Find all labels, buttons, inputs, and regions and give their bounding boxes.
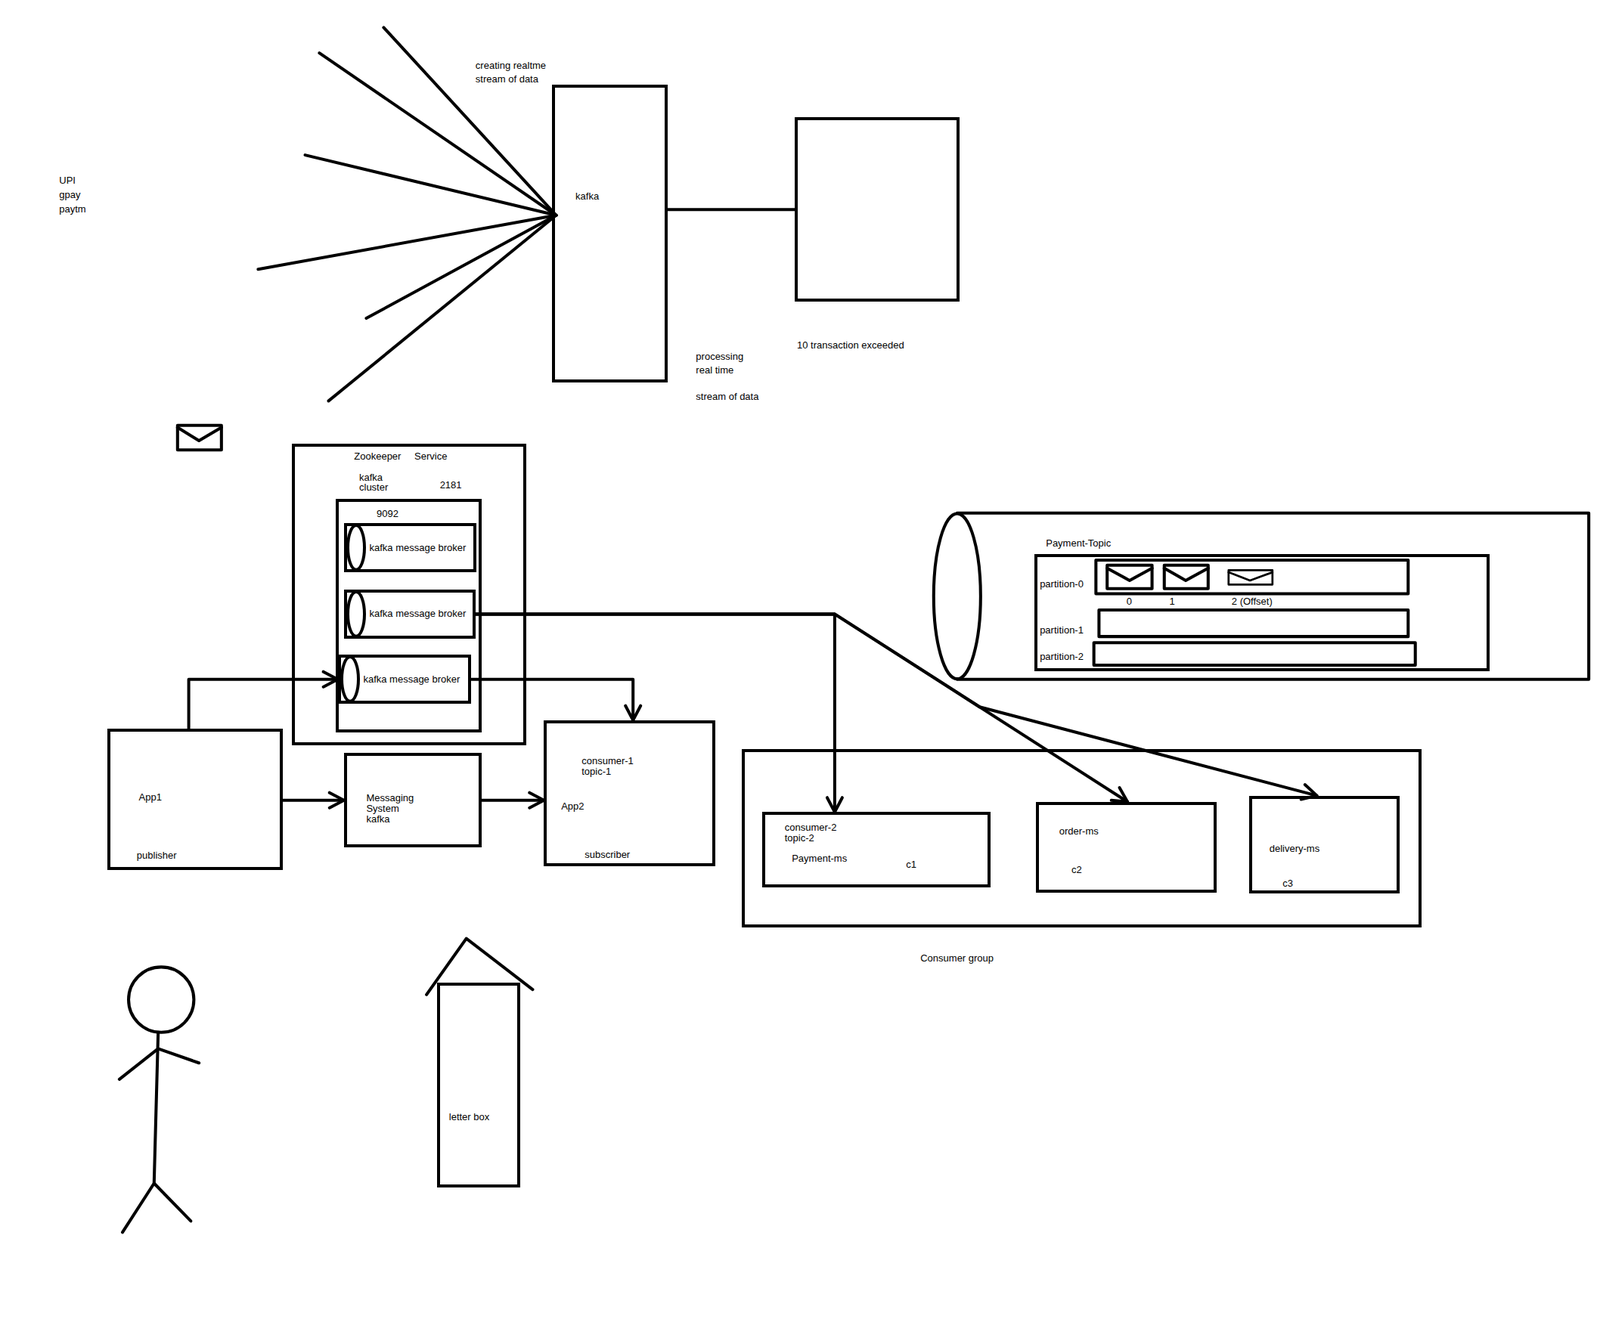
connector [475, 613, 1128, 802]
note-label: partition-1 [1039, 624, 1084, 636]
node-text: 2181 [440, 479, 463, 491]
message-envelope [1164, 565, 1209, 590]
consumer-group: Consumer groupconsumer-2 topic-2Payment-… [741, 749, 1422, 928]
kafka-cluster: kafka cluster9092kafka message brokerkaf… [335, 499, 482, 733]
connector [282, 799, 345, 803]
connector [475, 613, 835, 813]
node-text: c1 [905, 858, 917, 871]
consumer-box: delivery-ms c3 [1249, 796, 1401, 894]
cylinder-end [347, 592, 365, 637]
ray [383, 27, 556, 215]
connector [475, 613, 1318, 796]
cylinder-end [347, 525, 365, 571]
node-title: kafka cluster [359, 472, 394, 493]
partition-bar [1094, 642, 1416, 666]
note-label: creating realtme stream of data [475, 58, 559, 87]
node-title: Payment-Topic [1045, 537, 1111, 549]
node-title: App1 [139, 791, 162, 804]
figure-legs [122, 1184, 191, 1234]
node-title: consumer-2 topic-2 [784, 822, 846, 844]
zookeeper-service: Zookeeper Service 2181 kafka cluster 9092 ka… [291, 443, 527, 746]
partition-bar [1098, 610, 1408, 637]
node-text: c2 [1071, 864, 1083, 876]
envelope-icon [177, 425, 222, 450]
envelope-flap [177, 427, 222, 441]
node-title: Consumer group [920, 952, 994, 965]
partitions [1094, 560, 1416, 666]
note-label: gpay [58, 189, 81, 201]
partition-bar [1095, 560, 1408, 595]
node-text: 9092 [376, 508, 399, 520]
note-label: partition-2 [1039, 651, 1084, 663]
letter-box: letter box [437, 982, 521, 1188]
connector [189, 679, 338, 729]
kafka-box: kafka [551, 84, 667, 383]
node-title: Messaging System kafka [365, 793, 419, 825]
topic-box: Payment-Topic [1034, 554, 1490, 672]
connector [481, 799, 544, 803]
ray [304, 155, 556, 216]
node-title: delivery-ms [1269, 843, 1320, 855]
node-title: kafka message broker [368, 542, 466, 554]
connector [667, 207, 796, 211]
letter-box-roof [426, 939, 533, 996]
cylinder-end [933, 514, 981, 680]
node-text: subscriber [584, 849, 630, 861]
messaging-system: Messaging System kafka [344, 753, 482, 849]
note-label: partition-0 [1039, 578, 1084, 590]
note-label: 2 (Offset) [1231, 595, 1273, 608]
message-flap [1164, 568, 1209, 581]
ray [365, 215, 556, 319]
ray [257, 215, 556, 270]
node-title: kafka [575, 190, 599, 202]
consumer-box: consumer-2 topic-2Payment-ms c1 [762, 812, 991, 888]
message-flap [1106, 568, 1152, 581]
node-title: consumer-1 topic-1 [581, 756, 642, 778]
node-title: 10 transaction exceeded [796, 339, 905, 351]
cylinder-body [957, 513, 1589, 680]
node-title: kafka message broker [362, 673, 460, 686]
node-text: Payment-ms [791, 852, 847, 865]
note-label: paytm [58, 203, 86, 215]
node-title: letter box [449, 1111, 490, 1123]
cylinder-end [341, 657, 359, 702]
message-envelope [1228, 570, 1273, 585]
node-title: Zookeeper Service [353, 450, 447, 463]
publisher-app: App1 publisher [107, 728, 283, 872]
stick-figure [119, 967, 199, 1233]
note-label: 0 [1126, 595, 1132, 608]
node-title: kafka message broker [368, 607, 466, 620]
alert-box: 10 transaction exceeded [794, 117, 959, 302]
node-text: App2 [561, 800, 584, 813]
note-label: processing real time [695, 350, 749, 378]
message-flap [1228, 572, 1273, 581]
figure-body [154, 1032, 159, 1185]
message-broker: kafka message broker [337, 654, 472, 704]
subscriber-app: consumer-1 topic-1App2 subscriber [543, 720, 716, 867]
figure-arms [119, 1048, 199, 1080]
note-label: stream of data [695, 390, 759, 403]
figure-head [128, 967, 194, 1033]
node-text: c3 [1282, 877, 1294, 890]
node-text: publisher [136, 849, 177, 862]
message-envelope [1106, 565, 1152, 590]
envelope-body [177, 425, 222, 450]
connector [471, 679, 634, 721]
message-broker: kafka message broker [344, 523, 477, 573]
topic-cylinder [933, 513, 1589, 680]
note-label: UPI [58, 174, 76, 187]
consumer-box: order-ms c2 [1035, 802, 1217, 894]
node-title: order-ms [1059, 825, 1099, 838]
ray [328, 215, 557, 402]
note-label: 1 [1169, 595, 1176, 608]
message-broker: kafka message broker [344, 589, 476, 639]
